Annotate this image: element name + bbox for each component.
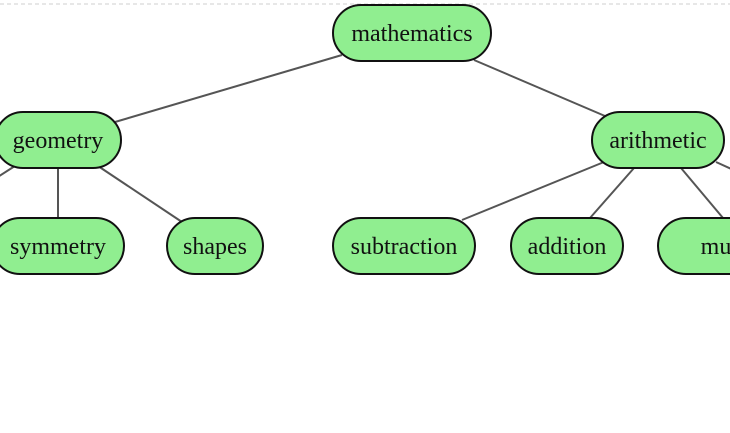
edge-arithmetic-to-multiplication [680,167,724,219]
node-shapes-label: shapes [183,234,247,260]
node-symmetry-label: symmetry [10,234,106,260]
edges-layer [0,54,730,223]
node-addition-label: addition [528,234,607,260]
edge-geometry-to-shapes [97,165,183,223]
edge-arithmetic-to-offscreen-right [715,161,730,170]
node-multiplication-shape[interactable] [657,217,730,275]
node-mathematics-shape[interactable] [332,4,492,62]
node-geometry[interactable]: geometry [0,111,122,169]
nodes-layer: mathematics geometry arithmetic symmetry sha… [0,4,730,275]
node-symmetry[interactable]: symmetry [0,217,125,275]
node-shapes[interactable]: shapes [166,217,264,275]
node-arithmetic[interactable]: arithmetic [591,111,725,169]
node-mathematics[interactable]: mathematics [332,4,492,62]
node-symmetry-shape[interactable] [0,217,125,275]
edge-arithmetic-to-addition [589,167,635,219]
edge-arithmetic-to-subtraction [461,161,605,221]
edge-mathematics-to-geometry [114,54,343,123]
node-multiplication[interactable]: multiplication [657,217,730,275]
node-subtraction[interactable]: subtraction [332,217,476,275]
node-subtraction-label: subtraction [351,234,458,260]
node-shapes-shape[interactable] [166,217,264,275]
node-mathematics-label: mathematics [351,21,472,47]
node-addition-shape[interactable] [510,217,624,275]
node-arithmetic-label: arithmetic [609,128,706,154]
node-geometry-shape[interactable] [0,111,122,169]
node-arithmetic-shape[interactable] [591,111,725,169]
node-geometry-label: geometry [13,128,104,154]
node-multiplication-label: multiplication [701,234,730,260]
node-addition[interactable]: addition [510,217,624,275]
node-subtraction-shape[interactable] [332,217,476,275]
edge-mathematics-to-arithmetic [473,59,606,117]
